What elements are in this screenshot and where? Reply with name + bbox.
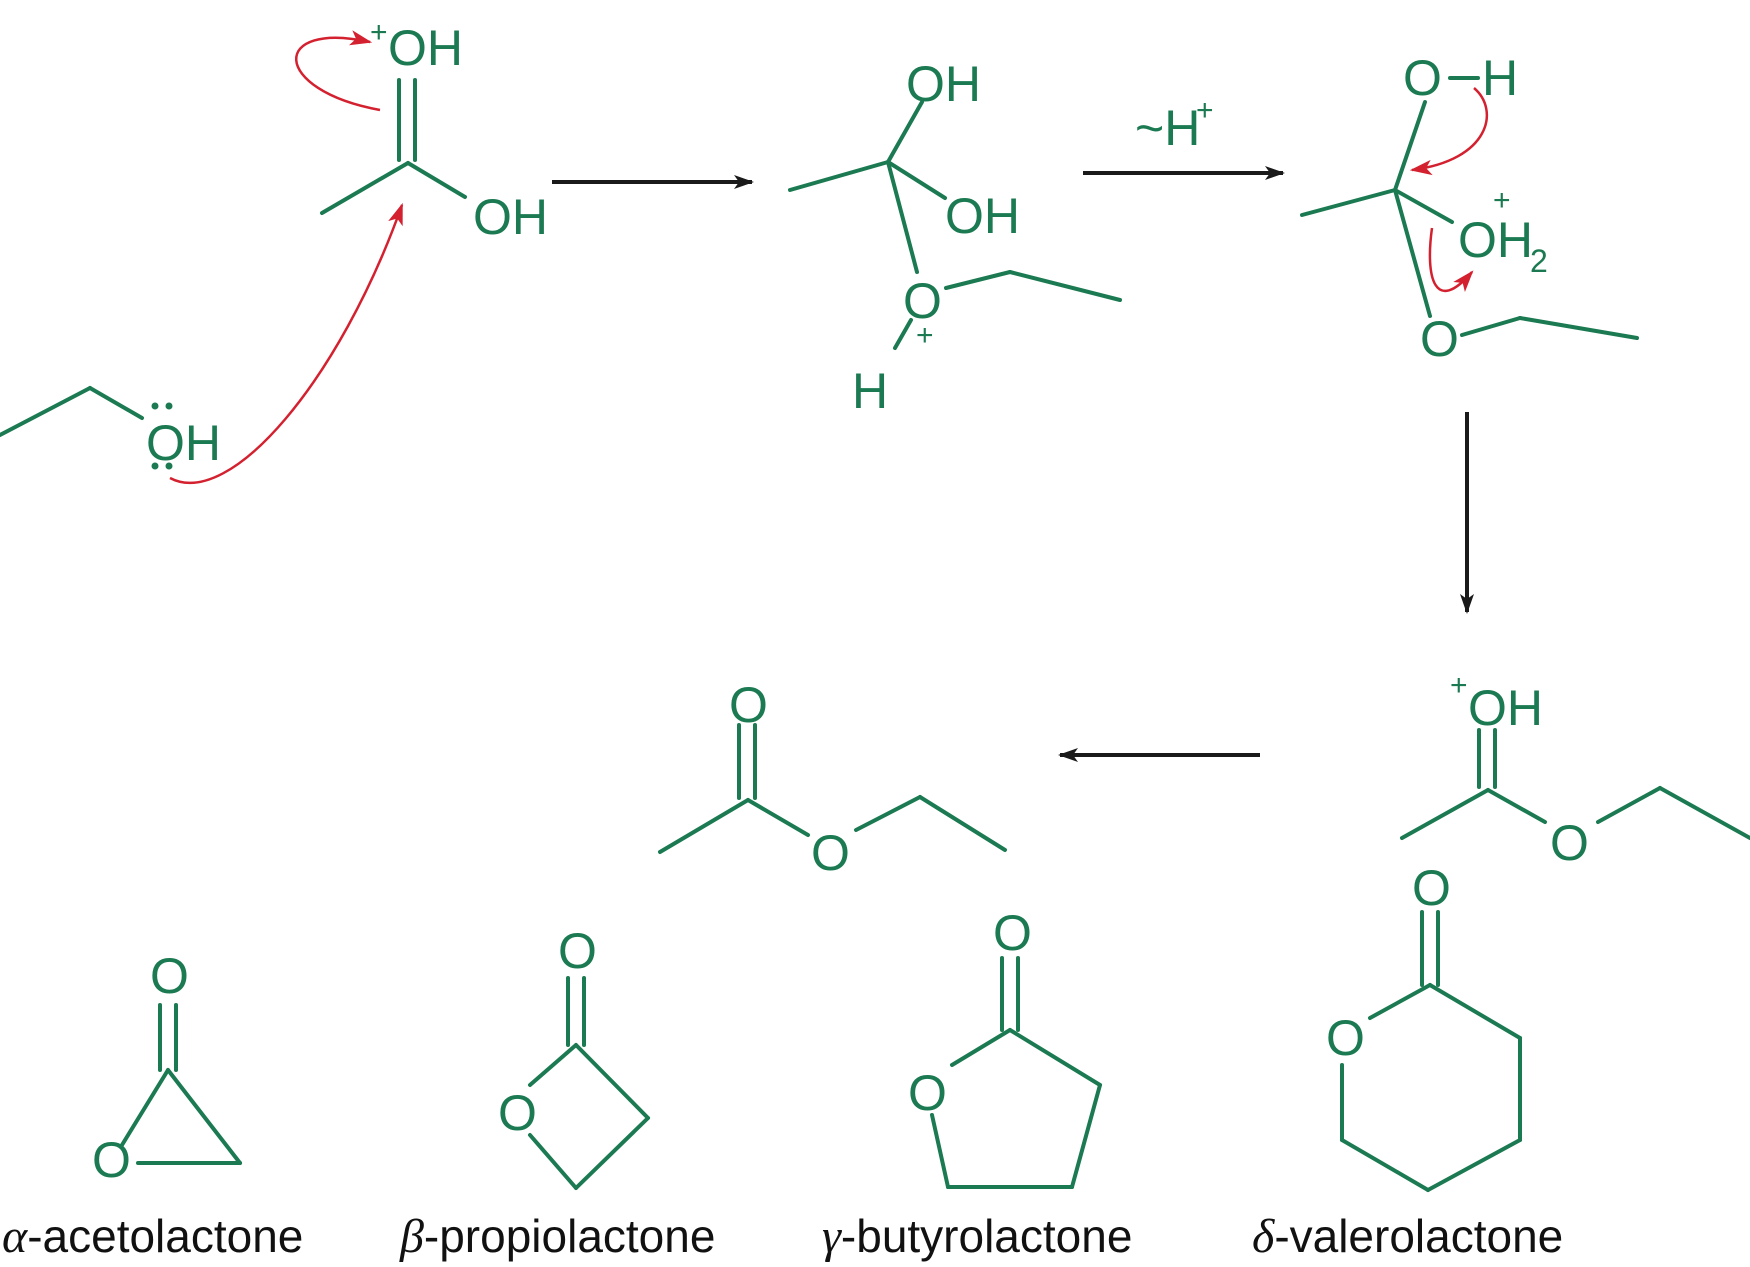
svg-text:α-acetolactone: α-acetolactone [2,1210,303,1263]
svg-text:γ-butyrolactone: γ-butyrolactone [822,1210,1132,1263]
protonated-ethyl-acetate: + OH O [1400,669,1750,871]
lactone-name: -propiolactone [424,1210,716,1262]
oxonium-o-label: O [903,273,942,329]
beta-propiolactone: O O [498,923,650,1190]
oh-label: OH [906,56,981,112]
lactone-caption-gamma: γ-butyrolactone [822,1210,1132,1263]
oh-label: OH [945,188,1020,244]
o-label: O [1403,50,1442,106]
greek-letter: β [399,1210,424,1263]
proton-transfer-text: ~H [1135,100,1200,156]
o-label: O [150,948,189,1004]
o-label: O [1550,815,1589,871]
greek-letter: δ [1252,1210,1275,1263]
greek-letter: α [2,1210,28,1263]
lactone-name: -acetolactone [27,1210,303,1262]
lactone-caption-beta: β-propiolactone [399,1210,715,1263]
ring-o-label: O [498,1085,537,1141]
svg-text:δ-valerolactone: δ-valerolactone [1252,1210,1563,1263]
water-departure-arrow [1428,227,1474,293]
o-label: O [811,825,850,881]
ring-o-label: O [92,1132,131,1188]
alpha-acetolactone: O O [92,948,242,1188]
o-label: O [1420,311,1459,367]
delta-valerolactone: O O [1326,860,1522,1192]
plus-charge: + [1493,184,1511,217]
oh-label: OH [146,415,221,471]
electron-push-arrow [1409,87,1489,176]
nucleophilic-attack-arrow [169,202,404,485]
lactone-name: -butyrolactone [841,1210,1133,1262]
plus-charge: + [1450,669,1468,702]
oh-label: OH [388,20,463,76]
greek-letter: γ [822,1210,842,1263]
lactone-caption-delta: δ-valerolactone [1252,1210,1563,1263]
o-label: O [558,923,597,979]
o-label: O [1412,860,1451,916]
oh-label: OH [1458,212,1533,268]
h-label: H [1482,50,1518,106]
ring-o-label: O [1326,1010,1365,1066]
svg-text:β-propiolactone: β-propiolactone [399,1210,715,1263]
plus-charge: + [1196,94,1214,127]
plus-charge: + [370,16,388,49]
tetrahedral-intermediate: OH OH O + H [788,56,1122,419]
protonated-hydroxyl-intermediate: O H + OH 2 O [1300,50,1639,367]
pi-bond-shift-arrow [295,30,381,112]
o-label: O [993,905,1032,961]
lactone-caption-alpha: α-acetolactone [2,1210,303,1263]
o-label: O [729,677,768,733]
plus-charge: + [916,319,934,352]
oh-label: OH [1468,680,1543,736]
proton-transfer-label: ~H + [1135,94,1214,156]
h-label: H [852,363,888,419]
ethyl-acetate: O O [658,677,1007,881]
oh-label: OH [473,189,548,245]
gamma-butyrolactone: O O [908,905,1102,1189]
lactone-name: -valerolactone [1274,1210,1563,1262]
ethanol: OH [0,386,221,471]
ring-o-label: O [908,1065,947,1121]
subscript-two: 2 [1530,243,1548,279]
protonated-acetic-acid: + OH OH [320,16,548,245]
